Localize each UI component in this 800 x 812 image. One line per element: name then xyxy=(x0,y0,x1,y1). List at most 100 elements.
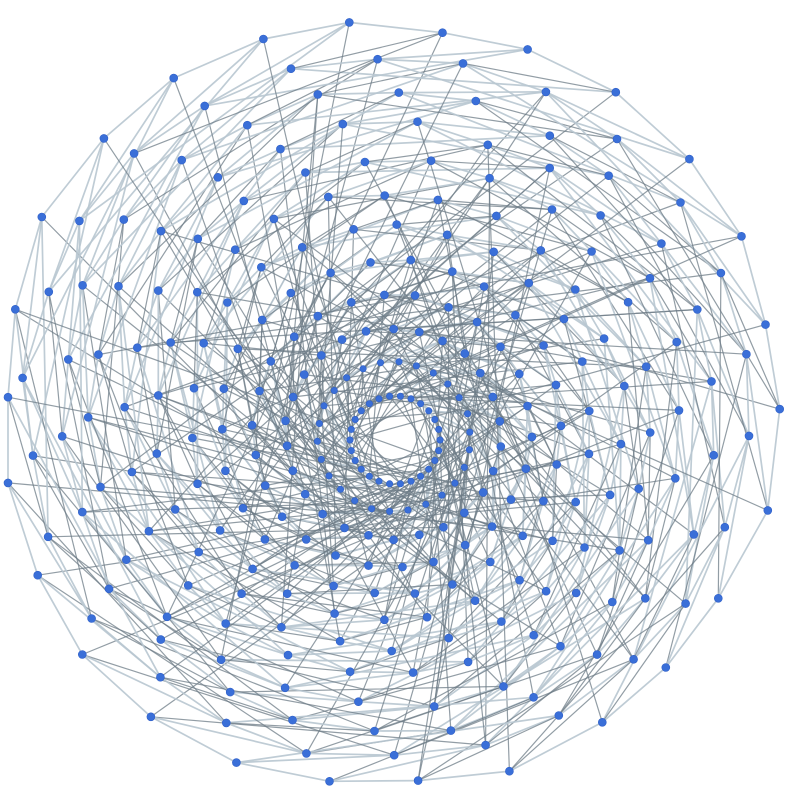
graph-edge xyxy=(67,358,102,488)
graph-edge xyxy=(81,409,680,656)
graph-node xyxy=(338,119,348,129)
graph-node xyxy=(541,87,551,97)
graph-node xyxy=(199,338,208,348)
graph-node xyxy=(315,419,323,427)
graph-edge xyxy=(196,248,237,294)
graph-node xyxy=(300,489,310,499)
graph-node xyxy=(170,505,180,514)
graph-edge xyxy=(117,159,183,288)
graph-edge xyxy=(333,561,492,615)
graph-node xyxy=(177,155,186,165)
graph-edge xyxy=(304,161,366,174)
graph-node xyxy=(523,45,532,54)
graph-node xyxy=(458,59,468,68)
graph-edge xyxy=(717,272,722,599)
graph-edge xyxy=(558,597,646,717)
graph-edge xyxy=(333,612,386,621)
graph-edge xyxy=(357,661,469,703)
graph-edge xyxy=(437,199,553,211)
graph-edge xyxy=(103,77,175,140)
graph-edge xyxy=(745,353,769,512)
graph-edge xyxy=(551,208,593,253)
graph-edge xyxy=(99,486,128,561)
graph-node xyxy=(335,636,345,646)
graph-edge xyxy=(437,199,629,303)
graph-edge xyxy=(291,645,562,721)
graph-node xyxy=(481,740,490,750)
graph-node xyxy=(396,392,404,400)
graph-edge xyxy=(36,574,162,679)
graph-node xyxy=(707,377,716,386)
graph-edge xyxy=(258,390,288,447)
graph-node xyxy=(200,101,209,111)
graph-edge xyxy=(87,353,100,419)
graph-edge xyxy=(720,272,781,410)
graph-edge xyxy=(78,220,84,513)
graph-edge xyxy=(284,450,440,689)
graph-node xyxy=(237,589,246,599)
graph-edge xyxy=(47,526,445,538)
graph-node xyxy=(460,540,470,550)
graph-edge xyxy=(241,593,428,618)
graph-edge xyxy=(637,431,652,490)
graph-edge xyxy=(174,508,336,615)
graph-node xyxy=(417,472,425,480)
graph-edge xyxy=(133,105,206,155)
graph-edge xyxy=(136,148,282,349)
graph-edge xyxy=(365,330,769,511)
graph-edge xyxy=(489,177,678,343)
graph-node xyxy=(685,154,694,164)
graph-node xyxy=(389,324,399,334)
graph-edge xyxy=(252,420,501,570)
graph-edge xyxy=(318,235,743,425)
graph-edge xyxy=(474,100,551,137)
graph-edge xyxy=(369,259,412,264)
graph-edge xyxy=(710,380,726,529)
graph-edge xyxy=(560,424,577,503)
graph-node xyxy=(571,497,581,507)
graph-edge xyxy=(518,373,562,427)
graph-edge xyxy=(575,494,611,594)
graph-edge xyxy=(40,216,49,538)
graph-node xyxy=(340,523,349,533)
graph-edge xyxy=(521,467,527,537)
graph-edge xyxy=(148,530,341,642)
graph-node xyxy=(584,406,594,416)
graph-edge xyxy=(590,250,629,304)
graph-edge xyxy=(688,158,743,238)
graph-edge xyxy=(514,314,583,363)
graph-edge xyxy=(41,216,505,688)
graph-node xyxy=(495,416,505,426)
graph-edge xyxy=(81,284,90,419)
graph-edge xyxy=(317,62,464,96)
graph-edge xyxy=(410,383,449,400)
graph-node xyxy=(122,555,131,565)
graph-edge xyxy=(219,529,376,594)
graph-node xyxy=(346,436,354,444)
graph-node xyxy=(547,205,557,214)
graph-edge xyxy=(305,534,370,541)
graph-node xyxy=(541,586,551,596)
graph-edge xyxy=(229,685,505,693)
graph-node xyxy=(607,597,617,607)
graph-edge xyxy=(90,617,231,693)
graph-node xyxy=(380,191,390,200)
graph-node xyxy=(365,472,373,480)
graph-node xyxy=(87,614,96,623)
graph-edge xyxy=(286,444,356,502)
graph-edge xyxy=(148,530,190,587)
graph-edge xyxy=(545,91,767,326)
graph-edge xyxy=(173,77,346,529)
graph-edge xyxy=(235,714,560,764)
graph-edge xyxy=(48,291,63,437)
graph-edge xyxy=(717,509,769,600)
graph-edge xyxy=(368,380,713,405)
graph-node xyxy=(133,343,142,353)
graph-node xyxy=(44,287,54,297)
graph-edge xyxy=(117,285,476,602)
graph-edge xyxy=(717,435,750,600)
graph-edge xyxy=(81,653,152,718)
graph-node xyxy=(640,593,650,603)
graph-edge xyxy=(196,482,221,532)
